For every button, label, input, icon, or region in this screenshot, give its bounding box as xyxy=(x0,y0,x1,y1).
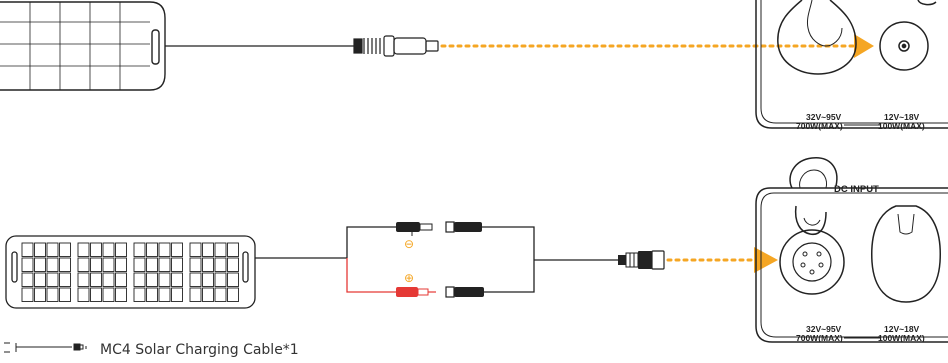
solar-cell xyxy=(202,287,214,302)
bottom-port-right-label-line2: 100W(MAX) xyxy=(878,333,925,343)
bottom-port-left-label-line2: 700W(MAX) xyxy=(796,333,843,343)
solar-cell xyxy=(171,242,183,257)
solar-cell xyxy=(227,272,239,287)
dc-input-label: DC INPUT xyxy=(834,184,879,195)
solar-cell xyxy=(21,287,34,302)
top-flow-arrow xyxy=(440,34,874,58)
cable-join-lower xyxy=(484,260,535,293)
solar-cell xyxy=(46,257,59,272)
solar-cell xyxy=(158,242,171,257)
solar-cell xyxy=(34,242,46,257)
solar-cell xyxy=(158,287,171,302)
solar-cell xyxy=(102,242,115,257)
solar-cell xyxy=(146,257,158,272)
foldable-solar-panel xyxy=(5,235,256,309)
negative-symbol: ⊖ xyxy=(404,237,414,251)
solar-cell xyxy=(133,287,146,302)
solar-cell xyxy=(21,242,34,257)
solar-cell xyxy=(115,257,127,272)
solar-cell xyxy=(34,257,46,272)
mc4-positive-pair xyxy=(396,286,484,298)
solar-cell xyxy=(146,242,158,257)
solar-cell xyxy=(77,272,90,287)
bottom-port-right-label-line1: 12V~18V xyxy=(884,324,920,334)
bottom-port-left-label-line1: 32V~95V xyxy=(806,324,842,334)
top-port-left-label-line2: 700W(MAX) xyxy=(796,121,843,131)
solar-cell xyxy=(189,257,202,272)
small-solar-panel xyxy=(0,1,166,91)
solar-cell xyxy=(102,272,115,287)
solar-cell xyxy=(21,272,34,287)
solar-cell xyxy=(21,257,34,272)
solar-cell xyxy=(171,287,183,302)
solar-cell xyxy=(189,272,202,287)
top-port-right-label-line2: 100W(MAX) xyxy=(878,121,925,131)
solar-cell xyxy=(77,257,90,272)
solar-cell xyxy=(77,287,90,302)
cable-join-upper xyxy=(482,226,535,260)
solar-cell xyxy=(59,242,71,257)
solar-cell xyxy=(214,257,227,272)
solar-cell xyxy=(202,242,214,257)
solar-cell xyxy=(189,287,202,302)
solar-cell xyxy=(171,272,183,287)
solar-cell xyxy=(46,287,59,302)
top-port-right-label-line1: 12V~18V xyxy=(884,112,920,122)
solar-cell xyxy=(202,257,214,272)
mc4-cable-icon xyxy=(4,342,87,353)
solar-cell xyxy=(146,287,158,302)
solar-cell xyxy=(189,242,202,257)
solar-cell xyxy=(227,257,239,272)
solar-cell xyxy=(59,257,71,272)
bottom-power-station xyxy=(755,157,948,343)
solar-cell xyxy=(146,272,158,287)
solar-cell xyxy=(214,287,227,302)
cable-split-upper xyxy=(346,226,396,258)
solar-cell xyxy=(115,242,127,257)
solar-cell xyxy=(90,257,102,272)
aviation-plug xyxy=(618,250,665,270)
solar-cell xyxy=(115,272,127,287)
solar-cell xyxy=(90,242,102,257)
solar-cell xyxy=(133,272,146,287)
solar-cell xyxy=(59,287,71,302)
solar-cell xyxy=(102,257,115,272)
top-port-left-label-line1: 32V~95V xyxy=(806,112,842,122)
cable-split-lower xyxy=(346,258,396,293)
legend-label: MC4 Solar Charging Cable*1 xyxy=(100,342,299,358)
mc4-negative-pair xyxy=(396,221,482,236)
solar-cell xyxy=(171,257,183,272)
dc-barrel-plug xyxy=(353,35,439,57)
solar-cell xyxy=(90,287,102,302)
top-power-station xyxy=(755,0,948,129)
bottom-flow-arrow xyxy=(666,247,778,273)
solar-cell xyxy=(115,287,127,302)
solar-cell xyxy=(34,287,46,302)
solar-cell xyxy=(59,272,71,287)
solar-cell xyxy=(214,272,227,287)
solar-cell xyxy=(46,272,59,287)
solar-cell xyxy=(77,242,90,257)
solar-cell xyxy=(34,272,46,287)
solar-cell xyxy=(46,242,59,257)
solar-cell xyxy=(227,287,239,302)
solar-cell xyxy=(227,242,239,257)
solar-cell xyxy=(202,272,214,287)
solar-cell xyxy=(133,242,146,257)
solar-cell xyxy=(158,257,171,272)
solar-cell xyxy=(90,272,102,287)
solar-cell xyxy=(158,272,171,287)
solar-cell xyxy=(214,242,227,257)
solar-cell xyxy=(102,287,115,302)
solar-cell xyxy=(133,257,146,272)
positive-symbol: ⊕ xyxy=(404,271,414,285)
